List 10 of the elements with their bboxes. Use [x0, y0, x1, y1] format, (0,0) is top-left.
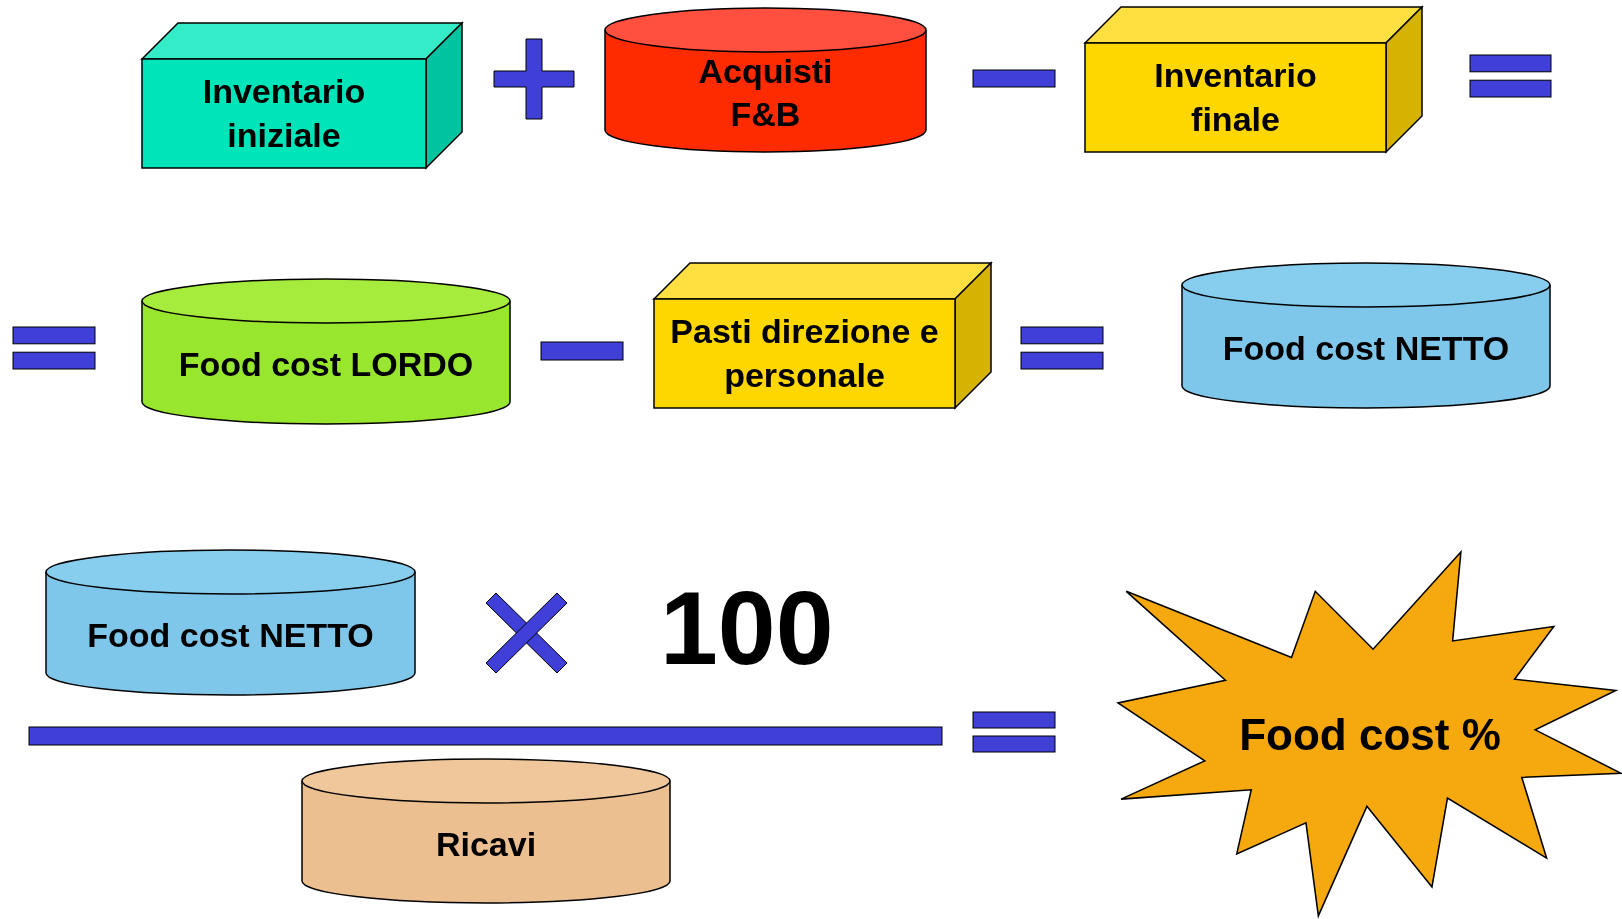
node-label: Acquisti F&B: [697, 51, 834, 136]
multiplier-number: 100: [660, 576, 834, 680]
node-label: Inventario finale: [1153, 55, 1318, 140]
node-label: Pasti direzione e personale: [669, 311, 940, 396]
node-label: Inventario iniziale: [201, 71, 367, 156]
node-label: Ricavi: [435, 823, 537, 865]
node-label: Food cost LORDO: [178, 344, 474, 386]
node-label: Food cost NETTO: [87, 615, 374, 657]
node-label: Food cost NETTO: [1222, 328, 1510, 370]
node-label: Food cost %: [1239, 708, 1501, 761]
